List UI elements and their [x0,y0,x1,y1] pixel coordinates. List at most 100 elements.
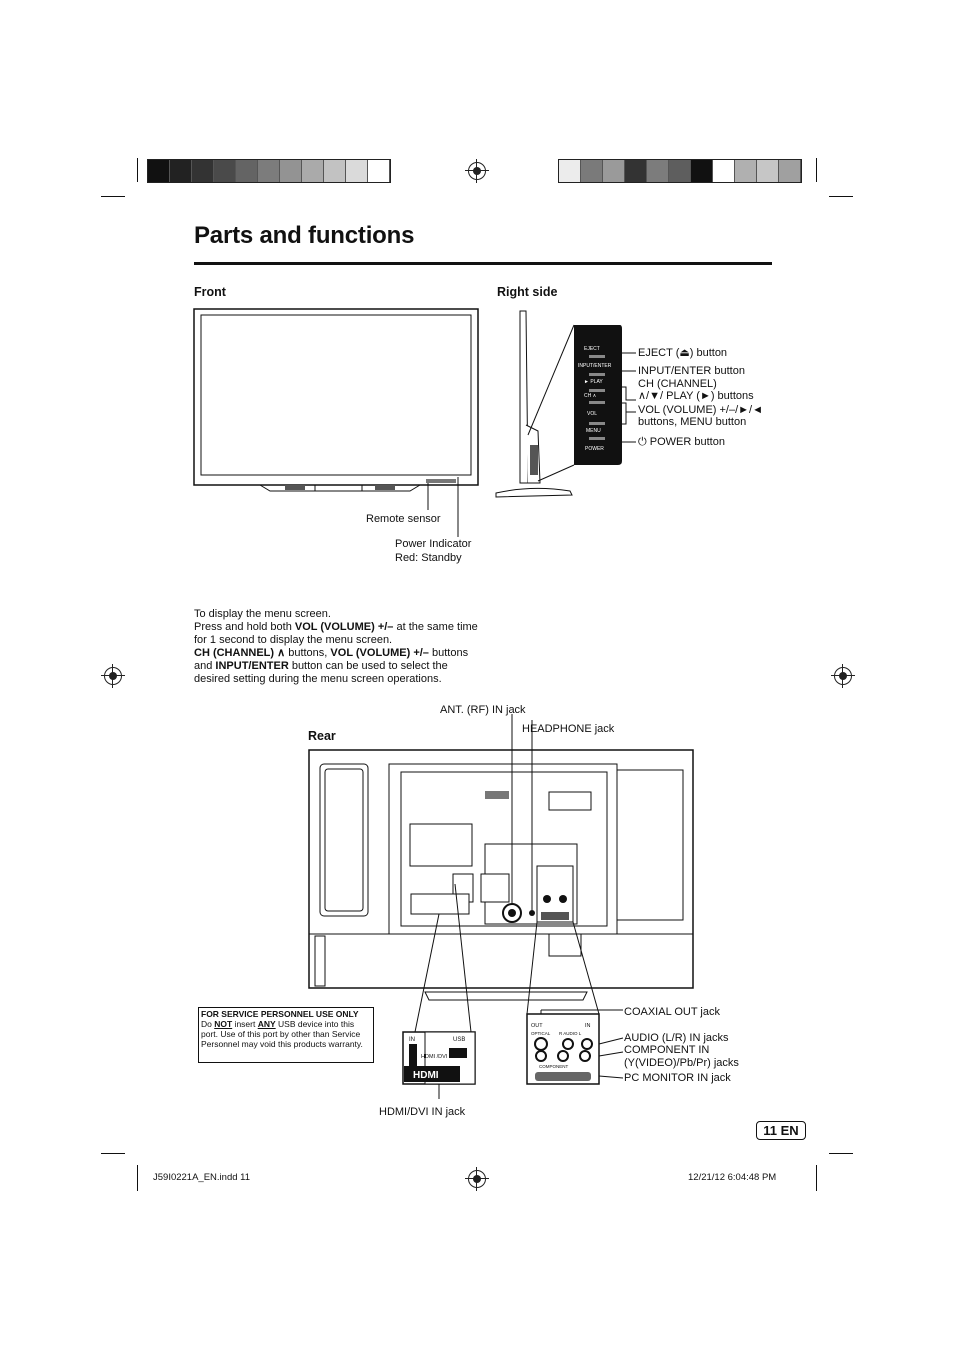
inset-usb-label: USB [453,1037,465,1043]
tv-side-illustration: EJECT INPUT/ENTER ► PLAY CH ∧ VOL MENU P… [495,310,636,498]
menu-instructions: To display the menu screen. Press and ho… [194,608,484,686]
eject-button-label: EJECT (⏏) button [638,347,728,359]
service-notice: FOR SERVICE PERSONNEL USE ONLY Do NOT in… [198,1007,374,1063]
title-rule [194,262,772,265]
footer-timestamp: 12/21/12 6:04:48 PM [688,1172,777,1183]
text-run: Press and hold both [194,621,295,633]
registration-mark-icon [831,664,855,688]
menu-instructions-step: Press and hold both VOL (VOLUME) +/– at … [194,621,484,647]
color-swatch [669,160,691,182]
text-run-bold: VOL (VOLUME) +/– [294,621,394,633]
text-run-bold: NOT [214,1019,233,1029]
inset-in-label: IN [409,1037,415,1043]
text-run-bold: CH (CHANNEL) ∧ [194,647,286,659]
panel-label-power: POWER [585,446,604,452]
power-button-label: ⏻ POWER button [638,436,725,448]
tv-rear-illustration: IN USB HDMI /DVI HDMI OUT IN OPTICAL R A… [308,714,694,1099]
front-heading: Front [194,285,226,299]
page-title: Parts and functions [194,222,415,249]
color-swatch [559,160,581,182]
text-run: at the same time for 1 second to display… [194,621,478,646]
ch-play-buttons-label: ∧/▼/ PLAY (►) buttons [638,390,754,402]
color-swatch [346,160,368,182]
panel-label-play: ► PLAY [584,379,603,385]
color-swatch [170,160,192,182]
color-swatch [603,160,625,182]
color-swatch [757,160,779,182]
crop-mark [816,158,817,182]
crop-mark [137,158,138,182]
text-run: USB device into this port. Use of this p… [201,1019,363,1049]
color-swatch [713,160,735,182]
remote-sensor-label: Remote sensor [366,513,441,525]
inset-audio-rl-label: R AUDIO L [559,1031,582,1036]
tv-front-illustration [193,308,479,537]
crop-mark [829,1153,853,1154]
crop-mark [101,196,125,197]
menu-instructions-heading: To display the menu screen. [194,608,331,620]
color-swatch [735,160,757,182]
inset-component-label: COMPONENT [539,1064,569,1069]
color-swatch [368,160,390,182]
crop-mark [829,196,853,197]
power-indicator-label: Power Indicator [395,538,472,550]
color-bar-right [558,159,802,183]
color-swatch [258,160,280,182]
text-run-bold: ANY [257,1019,276,1029]
text-run-bold: VOL (VOLUME) +/– [330,647,429,659]
footer-filename: J59I0221A_EN.indd 11 [153,1172,251,1183]
text-run: buttons and [194,647,469,672]
registration-mark-icon [465,159,489,183]
color-swatch [779,160,801,182]
color-swatch [625,160,647,182]
menu-instructions-usage: CH (CHANNEL) ∧ buttons, VOL (VOLUME) +/–… [194,647,484,686]
menu-button-label: buttons, MENU button [638,416,747,428]
crop-mark [137,1165,138,1191]
power-indicator-standby-label: Red: Standby [395,552,462,564]
crop-mark [816,1165,817,1191]
headphone-jack-label: HEADPHONE jack [522,723,615,735]
panel-label-input: INPUT/ENTER [578,363,612,369]
component-in-label: COMPONENT IN [624,1044,710,1056]
service-notice-title: FOR SERVICE PERSONNEL USE ONLY [201,1009,359,1019]
ant-rf-in-label: ANT. (RF) IN jack [440,704,526,716]
color-swatch [302,160,324,182]
panel-label-vol: VOL [587,411,597,417]
panel-label-menu: MENU [586,428,601,434]
right-side-heading: Right side [497,285,558,299]
color-swatch [236,160,258,182]
panel-label-eject: EJECT [584,346,600,352]
text-run: buttons, [285,647,331,659]
coaxial-out-label: COAXIAL OUT jack [624,1006,720,1018]
color-swatch [192,160,214,182]
text-run-bold: INPUT/ENTER [215,660,289,672]
panel-label-ch: CH ∧ [584,393,597,399]
color-swatch [324,160,346,182]
text-run: button can be used to select the desired… [194,660,448,685]
color-swatch [214,160,236,182]
service-notice-text: Do NOT insert ANY USB device into this p… [201,1019,371,1049]
vol-buttons-label: VOL (VOLUME) +/–/►/◄ [638,404,763,416]
registration-mark-icon [101,664,125,688]
rear-heading: Rear [308,729,336,743]
crop-mark [101,1153,125,1154]
color-swatch [691,160,713,182]
inset-out-label: OUT [531,1023,543,1029]
registration-mark-icon [465,1167,489,1191]
hdmi-dvi-in-label: HDMI/DVI IN jack [379,1106,466,1118]
color-bar-left [147,159,391,183]
color-swatch [647,160,669,182]
component-jacks-label: (Y(VIDEO)/Pb/Pr) jacks [624,1057,739,1069]
ch-buttons-label: CH (CHANNEL) [638,378,717,390]
inset-hdmi-dvi-label: HDMI /DVI [421,1054,448,1060]
inset-audio-in-label: IN [585,1023,591,1029]
pc-monitor-in-label: PC MONITOR IN jack [624,1072,731,1084]
color-swatch [280,160,302,182]
hdmi-logo: HDMI [413,1070,439,1081]
color-swatch [581,160,603,182]
page-number: 11 EN [756,1121,806,1140]
input-enter-button-label: INPUT/ENTER button [638,365,745,377]
inset-optical-label: OPTICAL [531,1031,551,1036]
audio-in-label: AUDIO (L/R) IN jacks [624,1032,729,1044]
text-run: Do [201,1019,215,1029]
